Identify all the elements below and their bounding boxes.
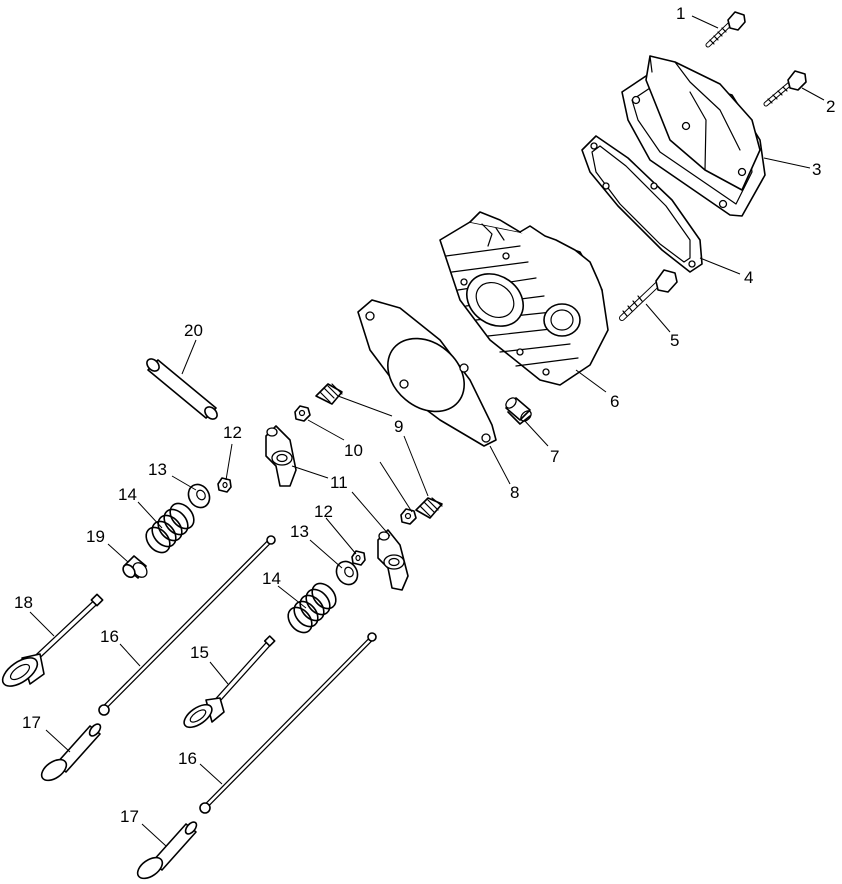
callout-3: 3 bbox=[812, 160, 821, 179]
callout-1: 1 bbox=[676, 4, 685, 23]
callout-17a: 17 bbox=[22, 713, 41, 732]
part-9-stud-lower bbox=[415, 497, 443, 519]
callout-14b: 14 bbox=[262, 569, 281, 588]
part-12-nut-upper bbox=[217, 477, 232, 493]
part-20-breather-tube bbox=[146, 358, 218, 420]
callout-18: 18 bbox=[14, 593, 33, 612]
callout-numbers: 1 2 3 4 5 6 7 8 9 10 11 12 12 13 13 14 1… bbox=[14, 4, 835, 826]
callout-9: 9 bbox=[394, 417, 403, 436]
part-5-head-bolt bbox=[619, 269, 678, 321]
callout-4: 4 bbox=[744, 268, 753, 287]
part-14-spring-upper bbox=[145, 502, 195, 554]
part-13-retainer-upper bbox=[187, 483, 211, 509]
callout-16a: 16 bbox=[100, 627, 119, 646]
callout-7: 7 bbox=[550, 447, 559, 466]
part-18-valve bbox=[1, 593, 104, 687]
callout-16b: 16 bbox=[178, 749, 197, 768]
part-4-cover-gasket bbox=[581, 135, 703, 273]
part-11-rocker-arm-upper bbox=[265, 425, 297, 487]
part-7-dowel bbox=[505, 397, 532, 425]
callout-15: 15 bbox=[190, 643, 209, 662]
part-3-valve-cover bbox=[621, 55, 766, 217]
part-8-head-gasket bbox=[357, 299, 497, 447]
part-10-nut-lower bbox=[400, 508, 417, 525]
callout-8: 8 bbox=[510, 483, 519, 502]
part-9-stud-upper bbox=[315, 383, 343, 405]
callout-12b: 12 bbox=[314, 502, 333, 521]
callout-2: 2 bbox=[826, 97, 835, 116]
callout-14a: 14 bbox=[118, 485, 137, 504]
part-19-seal bbox=[122, 555, 148, 579]
callout-17b: 17 bbox=[120, 807, 139, 826]
callout-20: 20 bbox=[184, 321, 203, 340]
callout-10: 10 bbox=[344, 441, 363, 460]
callout-13a: 13 bbox=[148, 460, 167, 479]
part-17-tappet-upper bbox=[40, 723, 102, 782]
callout-13b: 13 bbox=[290, 522, 309, 541]
callout-5: 5 bbox=[670, 331, 679, 350]
leader-lines bbox=[29, 15, 825, 847]
part-17-tappet-lower bbox=[136, 821, 198, 880]
callout-19: 19 bbox=[86, 527, 105, 546]
part-16-push-rod-upper bbox=[98, 535, 276, 716]
part-16-push-rod-lower bbox=[199, 632, 377, 814]
part-12-nut-lower bbox=[351, 550, 366, 566]
part-15-valve bbox=[183, 635, 276, 729]
callout-11: 11 bbox=[330, 473, 348, 492]
callout-12a: 12 bbox=[223, 423, 242, 442]
part-2-screw bbox=[763, 70, 807, 107]
part-6-cylinder-head bbox=[439, 211, 609, 386]
part-10-nut-upper bbox=[294, 405, 311, 422]
part-1-screw bbox=[705, 11, 746, 48]
callout-6: 6 bbox=[610, 392, 619, 411]
part-11-rocker-arm-lower bbox=[377, 529, 409, 591]
part-14-spring-lower bbox=[287, 582, 337, 634]
